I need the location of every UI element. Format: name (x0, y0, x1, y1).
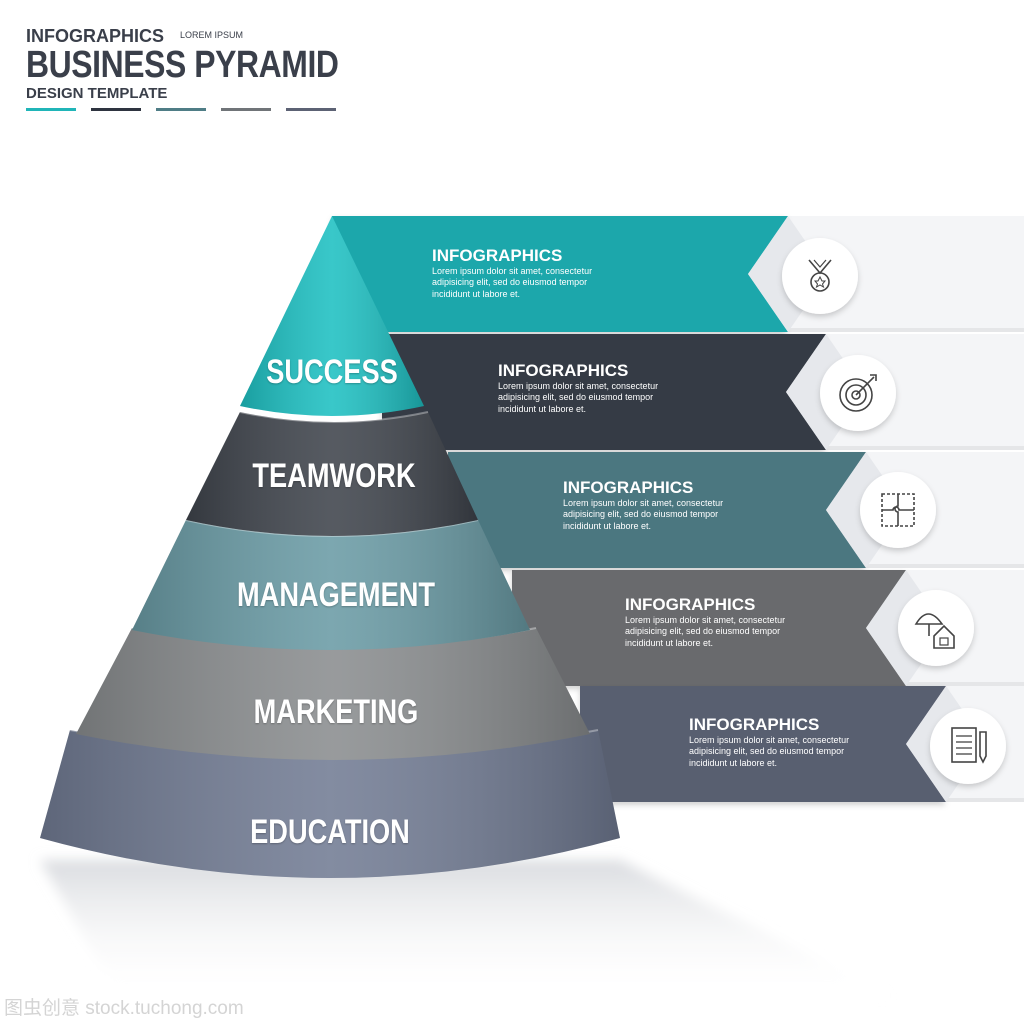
card-title: INFOGRAPHICS (563, 478, 694, 497)
pyramid-tier (240, 216, 424, 416)
header-supertitle: INFOGRAPHICS (26, 26, 165, 46)
info-card-band (512, 570, 906, 686)
card-body-line2: adipisicing elit, sed do eiusmod tempor (563, 509, 719, 520)
pyramid-tier (186, 411, 478, 536)
icon-disc (860, 472, 936, 548)
header-bar-3 (156, 108, 206, 111)
medal-icon (808, 259, 832, 292)
tier-label-teamwork: TEAMWORK (252, 457, 416, 495)
icon-disc (930, 708, 1006, 784)
tier-label-education: EDUCATION (250, 813, 410, 851)
tier-rim (239, 411, 429, 423)
pyramid-reflection (40, 860, 900, 1000)
puzzle-icon (881, 493, 915, 527)
card-body-line1: Lorem ipsum dolor sit amet, consectetur (498, 381, 659, 391)
card-body-line3: incididunt ut labore et. (432, 288, 521, 299)
tier-shading (40, 730, 620, 878)
card-title: INFOGRAPHICS (689, 715, 820, 734)
card-title: INFOGRAPHICS (625, 595, 756, 614)
document-pen-icon (951, 727, 987, 764)
card-body-line1: Lorem ipsum dolor sit amet, consectetur (563, 498, 724, 508)
watermark: 图虫创意 stock.tuchong.com (4, 998, 244, 1019)
card-body-line3: incididunt ut labore et. (563, 520, 652, 531)
info-card-band (382, 334, 826, 450)
card-title: INFOGRAPHICS (432, 246, 563, 265)
tier-shading (240, 216, 424, 416)
info-card (332, 216, 1024, 332)
info-card-band (332, 216, 788, 332)
info-card (382, 334, 1024, 450)
umbrella-house-icon (914, 613, 955, 649)
card-body-line1: Lorem ipsum dolor sit amet, consectetur (432, 266, 593, 276)
tier-shading (186, 412, 478, 536)
card-body-line1: Lorem ipsum dolor sit amet, consectetur (689, 735, 850, 745)
page-subtitle: DESIGN TEMPLATE (26, 85, 168, 102)
info-card-band (580, 686, 946, 802)
header: INFOGRAPHICS LOREM IPSUM BUSINESS PYRAMI… (26, 24, 356, 124)
tier-label-success: SUCCESS (266, 353, 398, 391)
tier-shading (76, 628, 590, 760)
header-bar-5 (286, 108, 336, 111)
info-card (512, 570, 1024, 686)
pyramid-tier (76, 627, 590, 760)
header-bar-4 (221, 108, 271, 111)
info-cards (332, 216, 1024, 802)
card-body-line2: adipisicing elit, sed do eiusmod tempor (689, 746, 845, 757)
tier-label-management: MANAGEMENT (237, 576, 435, 614)
info-card (448, 452, 1024, 568)
pyramid-tier (40, 729, 620, 878)
card-body-line2: adipisicing elit, sed do eiusmod tempor (432, 277, 588, 288)
card-body-line3: incididunt ut labore et. (689, 757, 778, 768)
page-title: BUSINESS PYRAMID (26, 44, 339, 86)
header-lorem: LOREM IPSUM (180, 30, 244, 40)
header-bar-1 (26, 108, 76, 111)
tier-shading (132, 520, 530, 650)
card-title: INFOGRAPHICS (498, 361, 629, 380)
card-body-line3: incididunt ut labore et. (625, 637, 714, 648)
pyramid-tiers (40, 216, 620, 878)
pyramid-tier (132, 519, 530, 650)
target-icon (839, 374, 877, 412)
card-body-line1: Lorem ipsum dolor sit amet, consectetur (625, 615, 786, 625)
card-body-line3: incididunt ut labore et. (498, 403, 587, 414)
header-bar-2 (91, 108, 141, 111)
icon-disc (898, 590, 974, 666)
info-card (580, 686, 1024, 802)
tier-label-marketing: MARKETING (253, 693, 419, 731)
card-body-line2: adipisicing elit, sed do eiusmod tempor (625, 626, 781, 637)
card-body-line2: adipisicing elit, sed do eiusmod tempor (498, 392, 654, 403)
info-card-band (448, 452, 866, 568)
